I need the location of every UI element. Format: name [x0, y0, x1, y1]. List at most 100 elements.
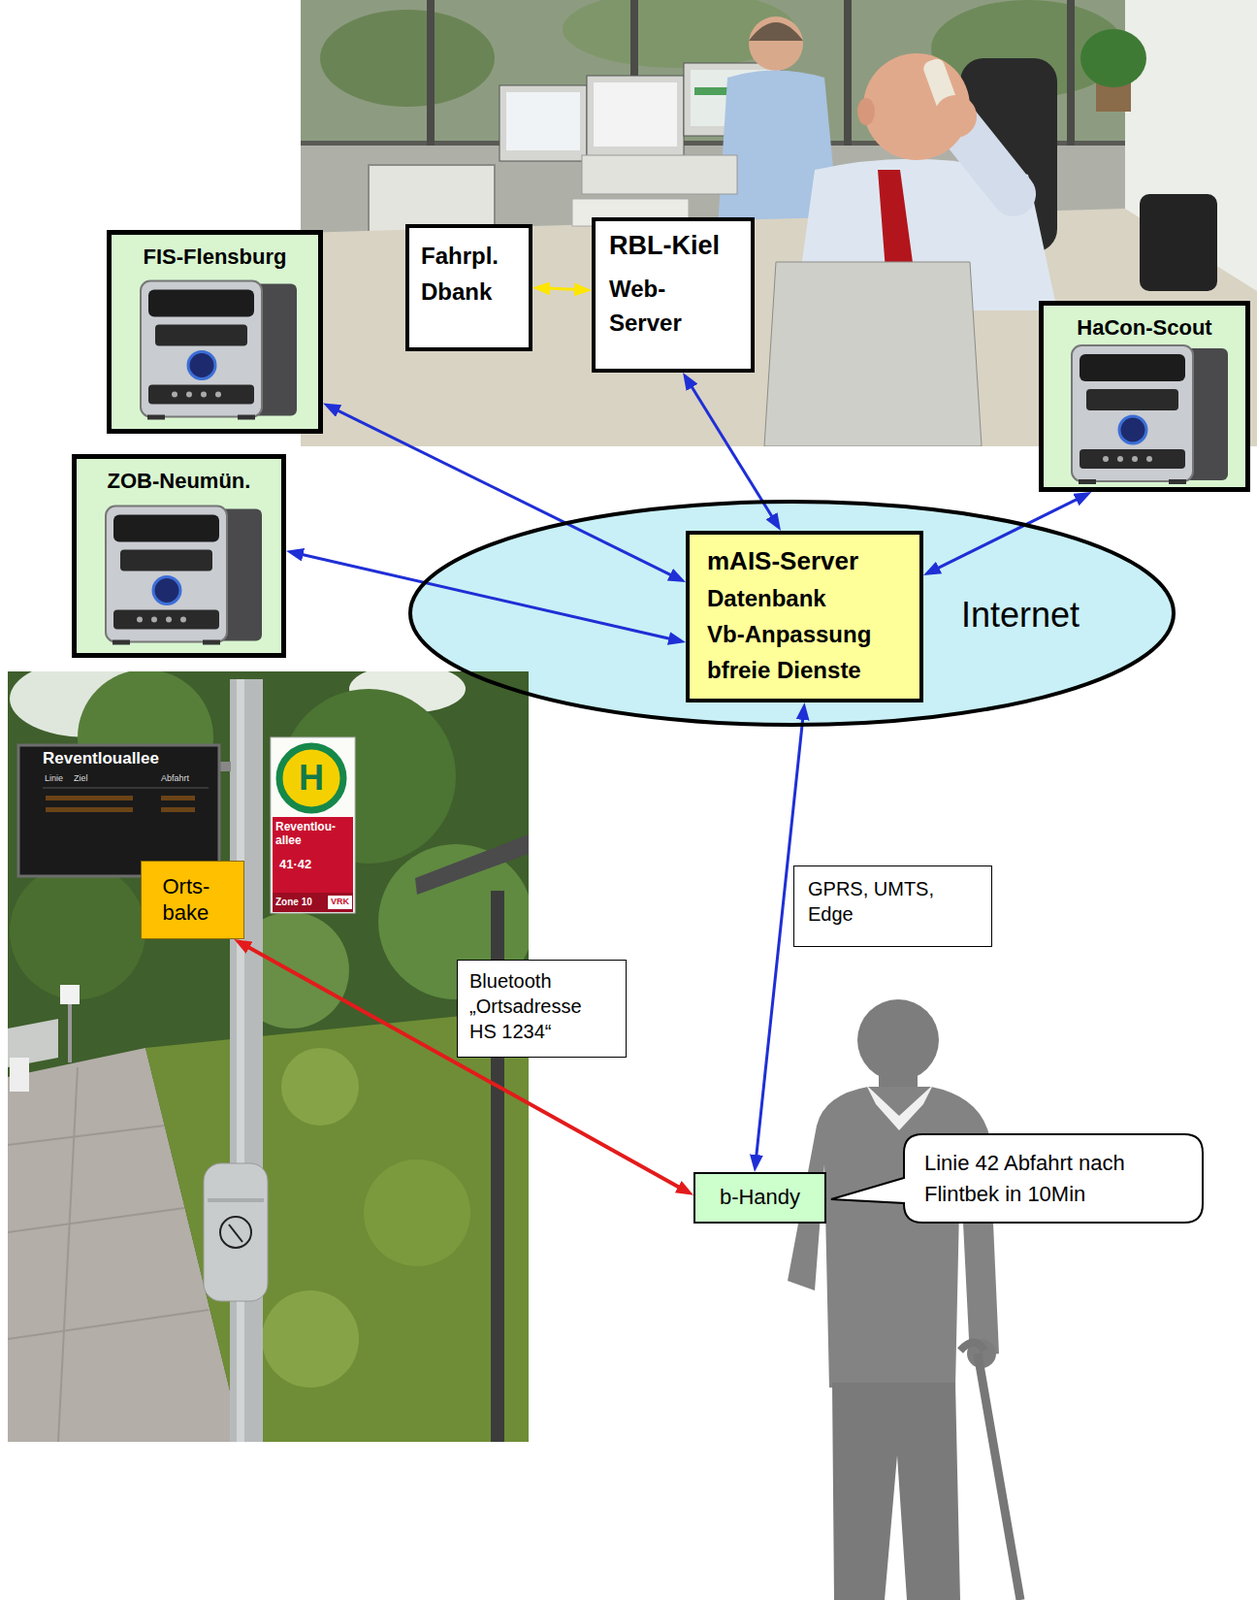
- bus-stop-photo: [7, 1125, 165, 1145]
- bus-stop-photo: [18, 744, 220, 876]
- computer-icon: [140, 281, 297, 420]
- node-text: Web- Server: [609, 272, 699, 341]
- bus-stop-photo: [363, 1159, 471, 1266]
- person-silhouette: [960, 1342, 985, 1352]
- office-photo: [581, 155, 738, 194]
- node-text: Orts- bake: [162, 873, 224, 926]
- node-text: Fahrpl. Dbank: [420, 237, 515, 310]
- edge-label: GPRS, UMTS, Edge: [807, 875, 954, 927]
- web-server-box: RBL-KielWeb- Server: [591, 217, 755, 373]
- photo-label: Reventlouallee: [42, 748, 160, 769]
- node-text: HaCon-Scout: [1076, 315, 1212, 341]
- server-box: mAIS-ServerDatenbankVb-Anpassungbfreie D…: [685, 530, 924, 703]
- photo-label: Zone 10: [275, 896, 313, 908]
- server-box: FIS-Flensburg: [106, 229, 323, 434]
- bus-stop-photo: [236, 678, 245, 1442]
- edge-label-box: GPRS, UMTS, Edge: [793, 865, 993, 947]
- edge-label: Bluetooth „Ortsadresse HS 1234“: [469, 967, 606, 1044]
- bus-stop-photo: [270, 737, 355, 913]
- server-box: HaCon-Scout: [1038, 300, 1251, 492]
- bus-stop-photo: [207, 1197, 264, 1202]
- office-photo: [843, 0, 852, 146]
- bus-stop-photo: [415, 834, 529, 895]
- bus-stop-photo: [7, 671, 529, 1442]
- database-box: Fahrpl. Dbank: [405, 224, 533, 352]
- connector-arrow: [540, 288, 584, 291]
- bus-stop-photo: [7, 1309, 209, 1339]
- photo-label: 41·42: [279, 857, 312, 872]
- person-silhouette: [832, 1382, 961, 1600]
- bus-stop-photo: [60, 984, 80, 1004]
- bus-stop-photo: [327, 895, 353, 909]
- node-text: ZOB-Neumün.: [107, 468, 252, 494]
- bus-stop-photo: [203, 1162, 268, 1301]
- server-box-fill: [106, 229, 323, 434]
- node-text: Linie 42 Abfahrt nach Flintbek in 10Min: [924, 1147, 1172, 1210]
- speech-bubble-outline: [902, 1132, 1204, 1224]
- bus-stop-photo: [228, 1224, 243, 1242]
- node-text: mAIS-Server: [707, 542, 859, 581]
- server-box-fill: [1038, 300, 1251, 492]
- office-photo: [506, 92, 581, 151]
- office-photo: [934, 95, 977, 138]
- office-photo: [586, 75, 684, 159]
- person-silhouette: [857, 999, 939, 1081]
- office-photo: [593, 82, 677, 147]
- office-photo: [426, 0, 435, 146]
- office-photo: [499, 85, 587, 162]
- photo-label: Reventlou- allee: [275, 820, 346, 848]
- computer-icon: [1071, 345, 1228, 484]
- photo-label: Linie: [44, 773, 64, 783]
- bus-stop-photo: [229, 678, 263, 1442]
- node-text: b-Handy: [719, 1184, 801, 1210]
- bus-stop-photo: [9, 863, 146, 1000]
- office-photo: [1080, 29, 1147, 88]
- bus-stop-photo: [67, 1003, 72, 1063]
- photo-label: H: [296, 760, 326, 796]
- office-photo: [764, 261, 982, 447]
- bus-stop-photo: [219, 761, 231, 772]
- beacon-box: Orts- bake: [140, 860, 245, 939]
- node-text: bfreie Dienste: [707, 651, 862, 688]
- node-text: RBL-Kiel: [609, 228, 720, 263]
- office-photo: [748, 16, 804, 71]
- internet-cloud: Internet mAIS-ServerDatenbankVb-Anpassung…: [408, 499, 1176, 727]
- person-silhouette: [787, 999, 1021, 1600]
- connector-arrow: [293, 552, 678, 642]
- office-photo: [320, 9, 495, 107]
- office-photo: [1139, 193, 1218, 291]
- office-photo: [748, 22, 804, 41]
- node-text: Internet: [961, 593, 1080, 636]
- bus-stop-photo: [272, 892, 354, 912]
- office-photo: [1066, 0, 1075, 146]
- bus-stop-photo: [45, 795, 133, 801]
- bus-stop-photo: [145, 1008, 529, 1442]
- internet-cloud-fill: [411, 501, 1174, 725]
- bus-stop-photo: [58, 1066, 78, 1442]
- photo-label: Abfahrt: [161, 773, 190, 783]
- bus-stop-photo: [161, 795, 195, 801]
- bus-stop-photo: [220, 1216, 252, 1248]
- photo-label: VRK: [330, 896, 350, 906]
- server-box-fill: [71, 453, 287, 658]
- bus-stop-photo: [7, 1207, 185, 1232]
- edge-label-box: Bluetooth „Ortsadresse HS 1234“: [456, 959, 627, 1058]
- bus-stop-photo: [42, 787, 209, 789]
- speech-bubble: Linie 42 Abfahrt nach Flintbek in 10Min: [902, 1132, 1204, 1224]
- connector-arrow: [240, 942, 687, 1192]
- bus-stop-photo: [281, 1047, 359, 1126]
- node-text: Datenbank: [707, 580, 827, 616]
- person-silhouette: [787, 1086, 1000, 1387]
- bus-stop-photo: [161, 806, 195, 812]
- speech-bubble-outline: [831, 1133, 1203, 1223]
- person-silhouette: [977, 1353, 1021, 1600]
- computer-icon: [105, 506, 262, 645]
- node-text: Vb-Anpassung: [707, 615, 871, 652]
- bus-stop-photo: [261, 1289, 359, 1387]
- photo-label: Ziel: [73, 773, 89, 783]
- person-silhouette: [866, 1084, 934, 1130]
- server-box: ZOB-Neumün.: [71, 453, 287, 658]
- bus-stop-photo: [279, 745, 344, 810]
- bus-stop-photo: [9, 1057, 30, 1092]
